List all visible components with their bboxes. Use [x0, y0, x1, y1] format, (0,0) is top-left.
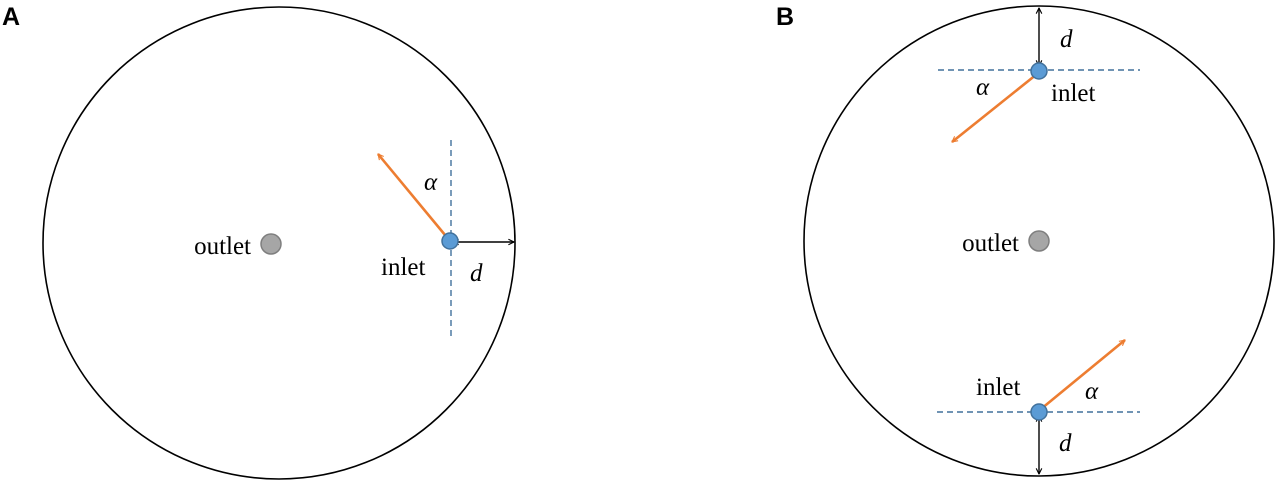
panel-b-top-inlet-direction-arrow [952, 72, 1038, 144]
panel-b-bottom-angle-symbol: α [1085, 378, 1099, 405]
panel-a-distance-symbol: d [470, 260, 483, 287]
panel-b-bottom-distance-symbol: d [1059, 430, 1072, 457]
panel-b-bottom-inlet: inlet α d [937, 338, 1140, 474]
panel-b-bottom-inlet-label: inlet [976, 374, 1020, 401]
panel-b-top-inlet-label: inlet [1051, 80, 1095, 107]
panel-b-chamber-outline [803, 5, 1275, 477]
panel-a-inlet: α inlet d [376, 140, 514, 340]
panel-b-top-inlet: d α inlet [938, 8, 1140, 144]
panel-a-angle-symbol: α [424, 169, 438, 196]
panel-a-outlet-label: outlet [194, 233, 251, 260]
panel-a-inlet-label: inlet [381, 254, 425, 281]
panel-a-inlet-direction-arrow [376, 154, 452, 242]
panel-b-label: B [776, 3, 794, 31]
panel-b-top-distance-symbol: d [1060, 26, 1073, 53]
panel-a-outlet-marker [260, 233, 282, 255]
panel-a-label: A [2, 3, 20, 31]
panel-b-top-inlet-marker [1030, 62, 1048, 80]
panel-a: A outlet α inlet d [2, 3, 516, 480]
panel-b-outlet-label: outlet [962, 230, 1019, 257]
panel-b-outlet-marker [1028, 230, 1050, 252]
panel-a-chamber-outline [42, 6, 516, 480]
panel-b-top-angle-symbol: α [976, 74, 990, 101]
panel-b-bottom-inlet-marker [1030, 403, 1048, 421]
panel-a-inlet-marker [441, 232, 459, 250]
panel-b-bottom-inlet-direction-arrow [1040, 338, 1125, 411]
panel-b: B outlet d α inlet inlet α d [776, 3, 1275, 477]
